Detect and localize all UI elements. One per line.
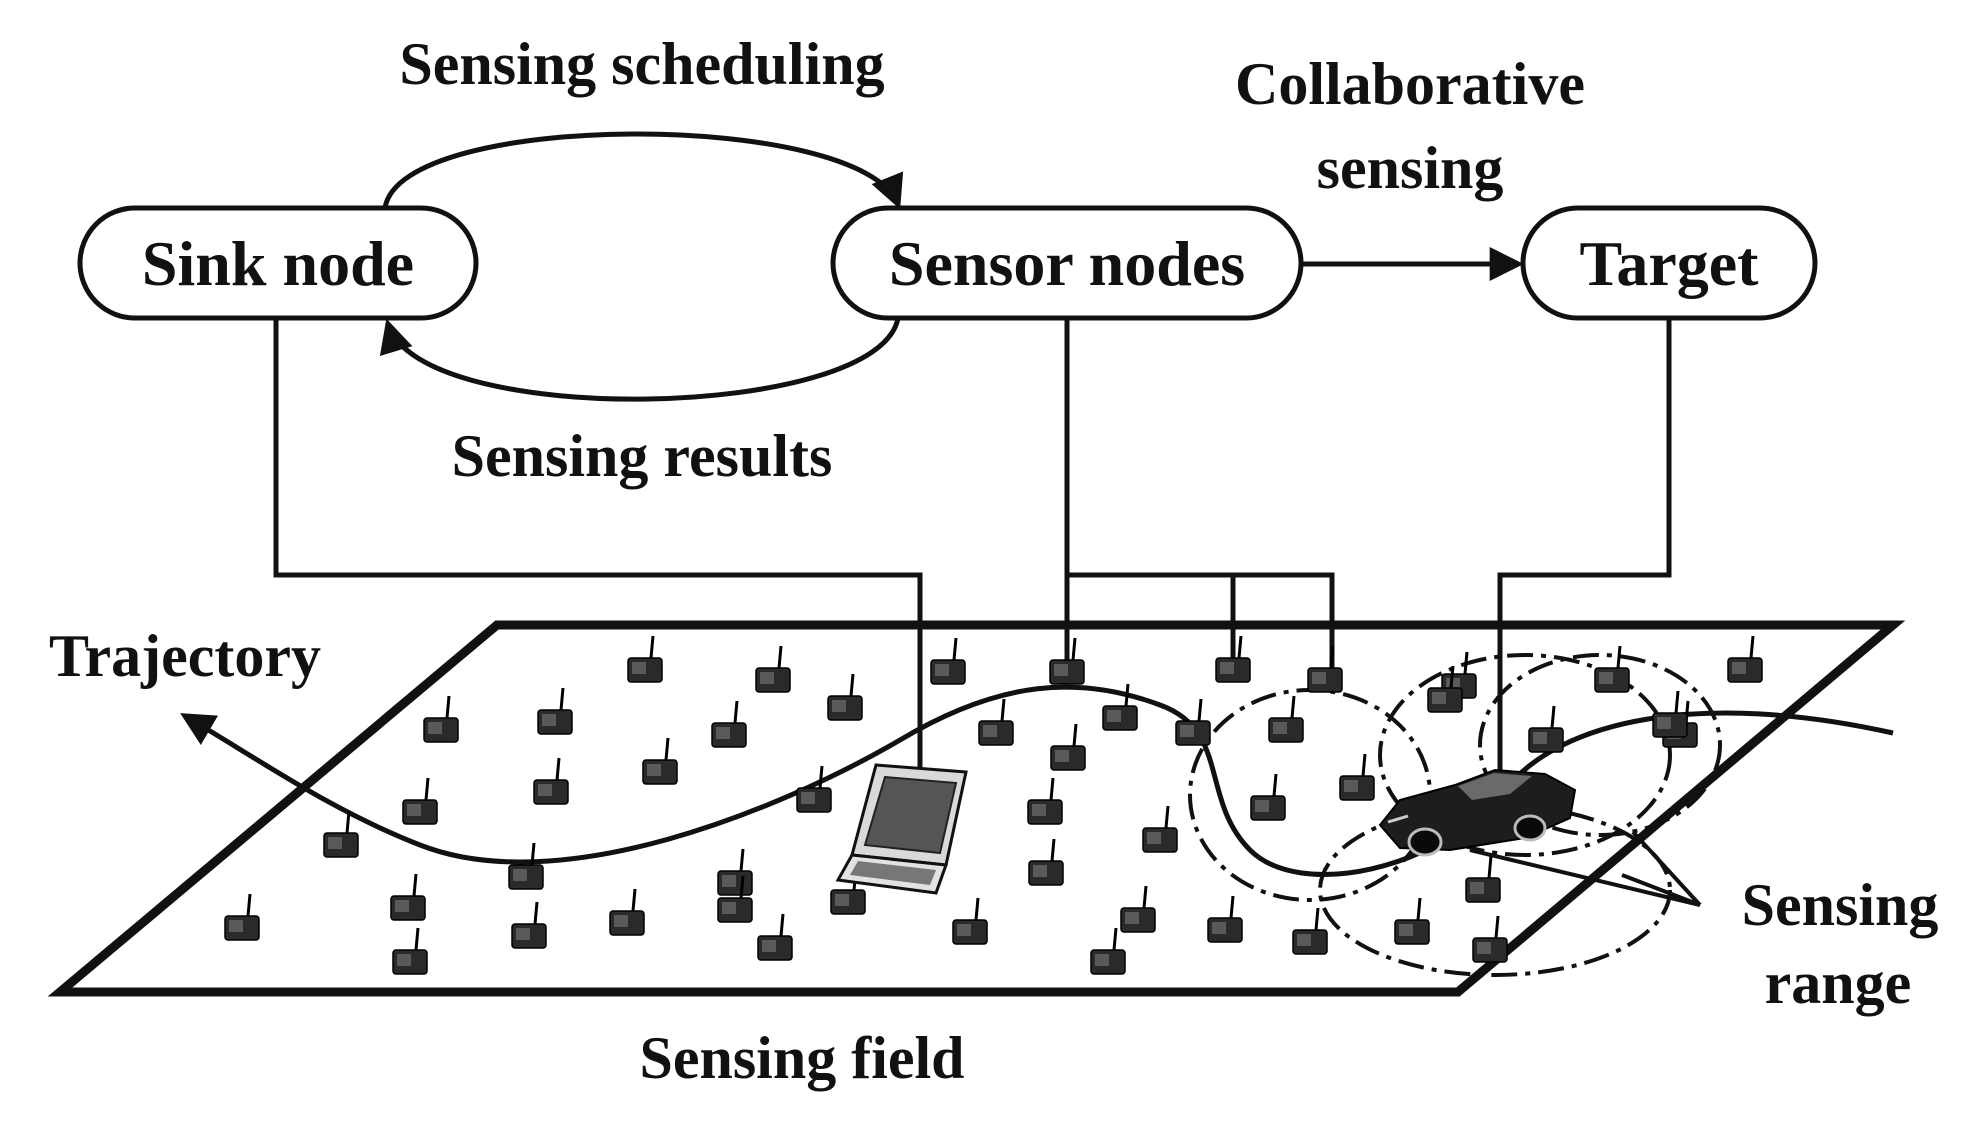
sensor-node-icon (1120, 885, 1156, 933)
sensing-range-4 (1478, 653, 1722, 837)
scheduling-label: Sensing scheduling (399, 31, 884, 97)
collaborative-label-line1: Collaborative (1235, 51, 1585, 117)
sensor-node-icon (757, 913, 793, 961)
sensor-node-icon (830, 867, 866, 915)
sensor-node-icon (1050, 723, 1086, 771)
target-to-car-line (1497, 318, 1672, 775)
sensor-node-icon (627, 635, 663, 683)
sensing-range-2 (1378, 653, 1672, 857)
sensor-node-icon (1652, 690, 1688, 738)
sensors-bus-line (1067, 572, 1335, 668)
sensor-node-icon (402, 777, 438, 825)
sensor-node-icon (390, 873, 426, 921)
sensor-node-icon (1102, 683, 1138, 731)
sensor-node-icon (1727, 635, 1763, 683)
sensor-node-icon (1090, 927, 1126, 975)
car-icon (1378, 768, 1577, 857)
sensor-node-icon (717, 875, 753, 923)
laptop-icon (835, 763, 968, 895)
sensor-node-icon (392, 927, 428, 975)
scheduling-arrow (382, 131, 904, 210)
sensor-node-icon (1472, 915, 1508, 963)
sensor-node-icon (1175, 698, 1211, 746)
sensing-field-label: Sensing field (639, 1025, 964, 1091)
sensing-range-pointers (1469, 830, 1702, 907)
sensing-range-label-line2: range (1765, 950, 1912, 1016)
sensor-node-icon (717, 848, 753, 896)
sensor-node-layer (224, 635, 1763, 975)
results-arrow (380, 317, 901, 402)
sensor-nodes-node: Sensor nodes (830, 205, 1304, 321)
sensor-node-icon (827, 673, 863, 721)
sensor-node-icon (952, 897, 988, 945)
sensor-node-icon (323, 810, 359, 858)
sensor-node-icon (1268, 695, 1304, 743)
sensor-node-icon (1528, 705, 1564, 753)
sensor-node-icon (711, 700, 747, 748)
sensor-node-icon (1594, 645, 1630, 693)
sensor-node-icon (1049, 637, 1085, 685)
sensor-node-icon (508, 842, 544, 890)
target-node-label: Target (1580, 228, 1760, 299)
trajectory-label: Trajectory (49, 623, 321, 689)
collaborative-label-line2: sensing (1317, 135, 1504, 201)
sensor-nodes-label: Sensor nodes (889, 228, 1245, 299)
sensor-node-icon (1142, 805, 1178, 853)
connector-lines (273, 318, 1672, 775)
sensor-node-icon (1339, 753, 1375, 801)
sink-to-laptop-line (273, 318, 923, 770)
sink-node: Sink node (77, 205, 479, 321)
sensor-node-icon (796, 765, 832, 813)
target-node: Target (1520, 205, 1818, 321)
sink-node-label: Sink node (142, 228, 414, 299)
sensor-node-icon (1215, 635, 1251, 683)
sensor-node-icon (423, 695, 459, 743)
sensor-node-icon (978, 698, 1014, 746)
sensor-node-icon (609, 888, 645, 936)
sensing-field-plane (47, 620, 1906, 997)
sensor-node-icon (533, 757, 569, 805)
sensor-node-icon (537, 687, 573, 735)
sensor-node-icon (1465, 855, 1501, 903)
sensor-node-icon (224, 893, 260, 941)
sensor-node-icon (1028, 838, 1064, 886)
sensor-node-icon (511, 901, 547, 949)
sensor-node-icon (1207, 895, 1243, 943)
sensor-node-icon (755, 645, 791, 693)
sensing-range-label-line1: Sensing (1742, 872, 1939, 938)
sensor-node-icon (1027, 777, 1063, 825)
sensor-node-icon (1292, 907, 1328, 955)
sensor-node-icon (1250, 773, 1286, 821)
sensor-node-icon (1427, 665, 1463, 713)
results-label: Sensing results (452, 423, 833, 489)
sensor-node-icon (1394, 897, 1430, 945)
sensor-node-icon (930, 637, 966, 685)
sensor-node-icon (642, 737, 678, 785)
sensor-node-icon (1307, 645, 1343, 693)
